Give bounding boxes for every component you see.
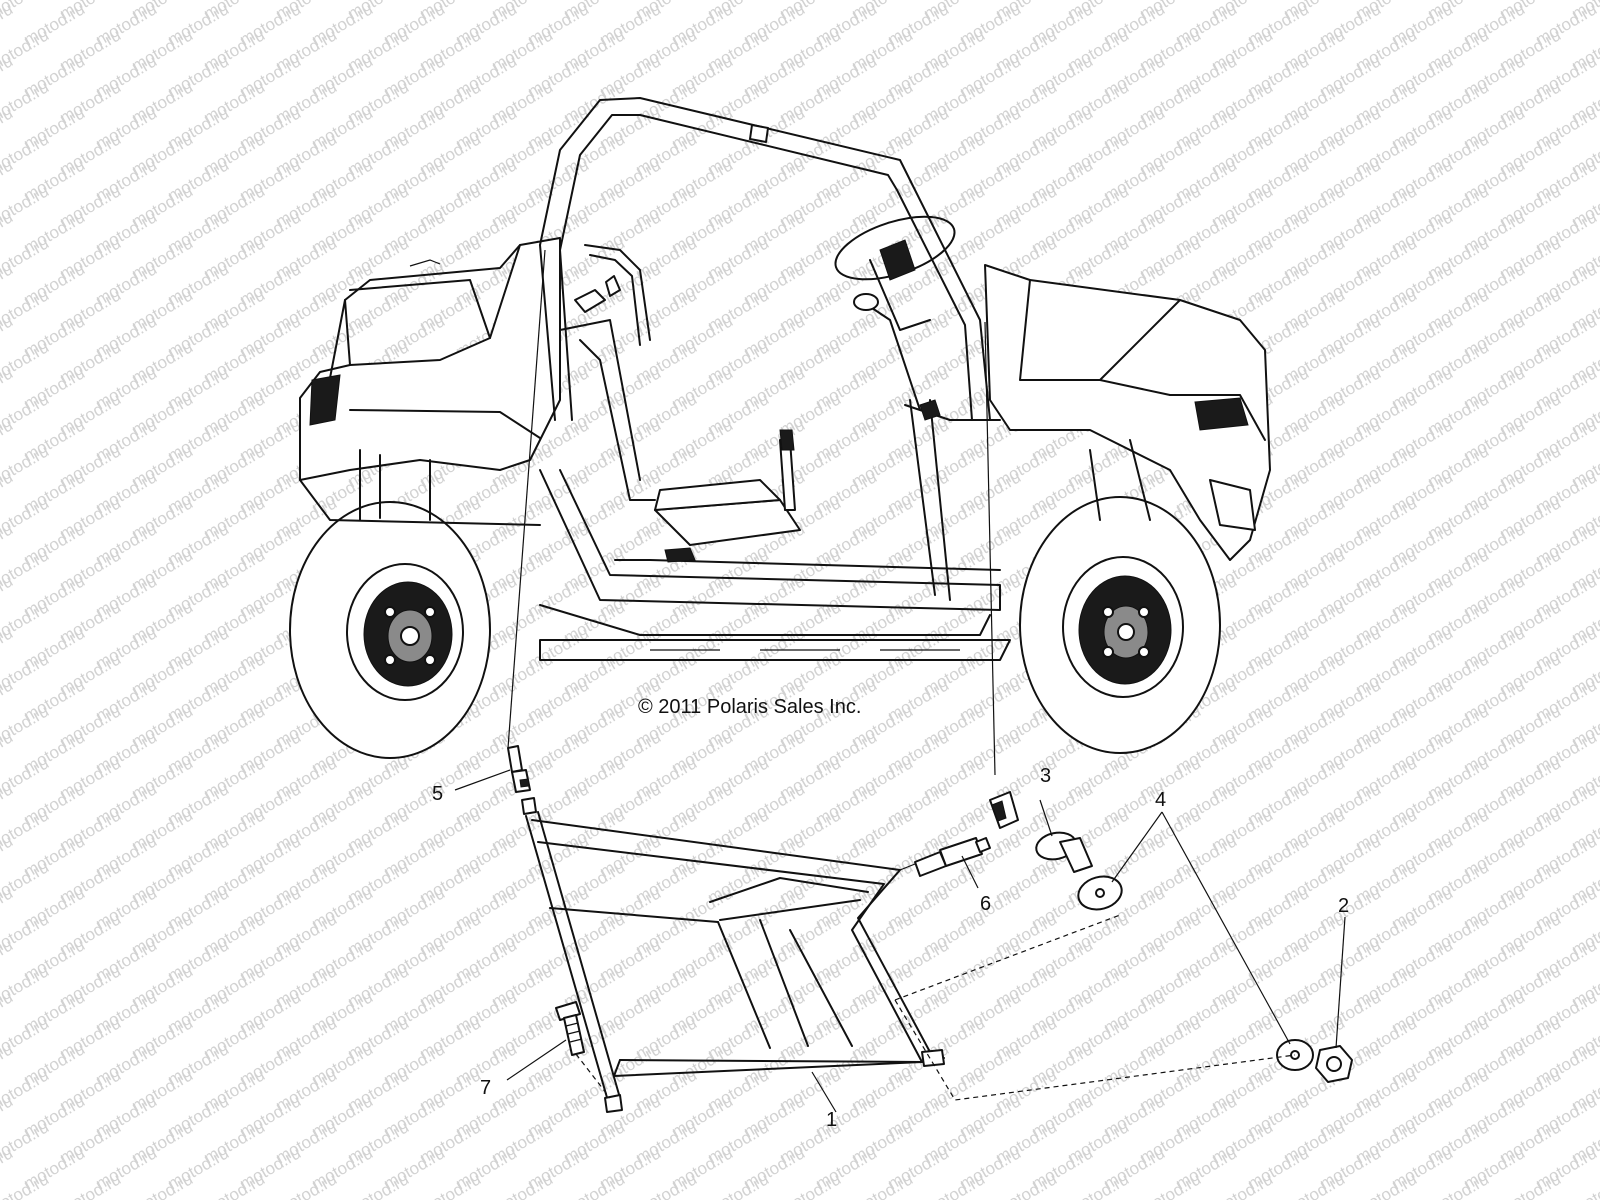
- watermark-text: motod.ru: [1281, 1169, 1349, 1200]
- watermark-text: motod.ru: [633, 1169, 701, 1200]
- watermark-text: motod.ru: [345, 1169, 413, 1200]
- watermark-text: motod.ru: [1137, 1169, 1205, 1200]
- watermark-text: motod.ru: [1065, 1169, 1133, 1200]
- callout-3: 3: [1040, 765, 1051, 787]
- watermark-text: motod.ru: [1353, 1169, 1421, 1200]
- copyright-text: © 2011 Polaris Sales Inc.: [638, 696, 861, 718]
- watermark-text: motod.ru: [489, 1169, 557, 1200]
- watermark-text: motod.ru: [777, 1169, 845, 1200]
- watermark-text: motod.ru: [201, 1169, 269, 1200]
- callout-2: 2: [1338, 895, 1349, 917]
- rear-wheel: [289, 501, 491, 759]
- callout-6: 6: [980, 893, 991, 915]
- front-wheel: [1019, 496, 1221, 754]
- watermark-text: motod.ru: [1497, 1169, 1565, 1200]
- watermark-text: motod.ru: [273, 1169, 341, 1200]
- part-1-door-frame: [525, 811, 945, 1113]
- watermark-text: motod.ru: [849, 1169, 917, 1200]
- callout-7: 7: [480, 1077, 491, 1099]
- callout-1: 1: [826, 1109, 837, 1131]
- watermark-text: motod.ru: [1209, 1169, 1277, 1200]
- watermark-text: motod.ru: [417, 1169, 485, 1200]
- watermark-text: motod.ru: [129, 1169, 197, 1200]
- callout-4: 4: [1155, 789, 1166, 811]
- watermark-text: motod.ru: [57, 1169, 125, 1200]
- watermark-text: motod.ru: [705, 1169, 773, 1200]
- watermark-text: motod.ru: [1425, 1169, 1493, 1200]
- watermark-text: motod.ru: [993, 1169, 1061, 1200]
- watermark-text: motod.ru: [921, 1169, 989, 1200]
- watermark-text: motod.ru: [561, 1169, 629, 1200]
- callout-5: 5: [432, 783, 443, 805]
